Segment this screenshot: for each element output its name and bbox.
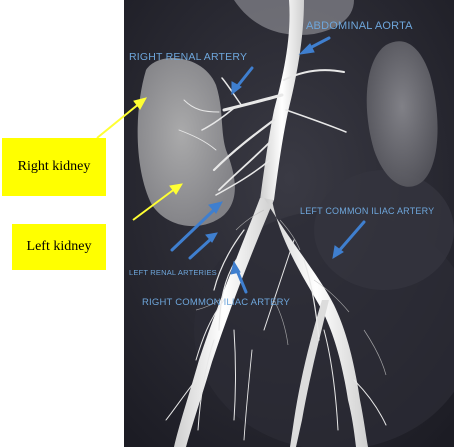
right-common-iliac-artery-label: RIGHT COMMON ILIAC ARTERY [142,297,291,308]
right-kidney-shape [137,58,235,227]
aorta-vessel [260,0,304,200]
left-kidney-label: Left kidney [12,224,106,270]
aorta-arrow-icon [298,36,331,55]
right-renal-artery-label: RIGHT RENAL ARTERY [129,51,247,63]
left-renal-arrow-icon [170,201,223,260]
right-iliac-arrow-icon [230,260,248,294]
right-kidney-label: Right kidney [2,138,106,196]
right-renal-arrow-icon [231,66,254,96]
left-iliac-arrow-icon [332,220,366,259]
left-common-iliac-artery-label: LEFT COMMON ILIAC ARTERY [300,206,434,216]
left-renal-arteries-label: LEFT RENAL ARTERIES [129,268,217,277]
abdominal-aorta-label: ABDOMINAL AORTA [306,20,413,32]
angiogram-image: ABDOMINAL AORTA RIGHT RENAL ARTERY LEFT … [124,0,454,447]
left-kidney-shape [366,41,438,187]
